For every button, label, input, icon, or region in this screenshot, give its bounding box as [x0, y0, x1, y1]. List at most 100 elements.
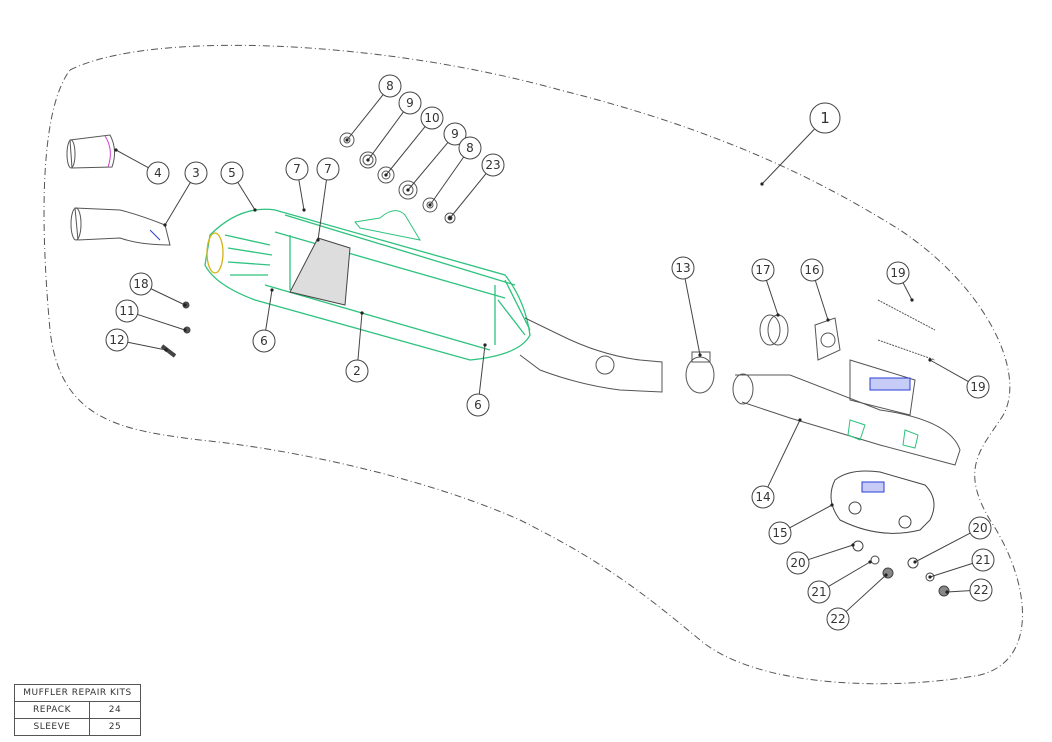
callout-16: 16 [800, 258, 830, 322]
callout-label: 14 [755, 490, 770, 504]
callout-circle [786, 551, 810, 575]
callout-23: 23 [448, 153, 505, 220]
leader-line [845, 574, 887, 612]
leader-dot [913, 560, 917, 564]
leader-line [766, 280, 779, 316]
part-pipe-3 [70, 207, 171, 246]
callout-15: 15 [768, 503, 834, 545]
callout-label: 5 [228, 166, 236, 180]
callout-circle [809, 102, 841, 134]
leader-line [357, 312, 363, 361]
callout-circle [378, 74, 402, 98]
leader-dot [316, 238, 320, 242]
callout-18: 18 [129, 272, 187, 307]
callout-circle [800, 258, 824, 282]
part-outlet-pipe [519, 317, 663, 393]
callout-label: 2 [353, 364, 361, 378]
callout-6: 6 [466, 343, 490, 417]
leader-line [828, 561, 871, 587]
leader-dot [826, 318, 830, 322]
callout-label: 12 [109, 333, 124, 347]
callout-circle [345, 359, 369, 383]
leader-line [150, 288, 186, 306]
callout-6: 6 [252, 288, 276, 353]
leader-line [429, 156, 465, 206]
leader-dot [760, 182, 764, 186]
leader-dot [345, 138, 349, 142]
callout-circle [966, 375, 990, 399]
leader-dot [830, 503, 834, 507]
callout-circle [466, 393, 490, 417]
callout-circle [751, 485, 775, 509]
leader-line [767, 419, 801, 488]
callout-circle [971, 548, 995, 572]
leader-dot [851, 543, 855, 547]
callout-circle [184, 161, 208, 185]
callout-circle [826, 607, 850, 631]
callout-label: 20 [972, 521, 987, 535]
callout-label: 21 [975, 553, 990, 567]
callout-label: 19 [970, 380, 985, 394]
leader-dot [163, 223, 167, 227]
leader-dot [945, 590, 949, 594]
part-washers [339, 132, 456, 224]
part-bracket [354, 210, 422, 241]
callout-22: 22 [826, 573, 888, 631]
leader-line [789, 504, 833, 529]
leader-dot [302, 208, 306, 212]
part-header-14 [732, 359, 961, 466]
leader-dot [164, 348, 168, 352]
part-sleeve-17 [759, 314, 789, 346]
leader-line [478, 344, 486, 395]
callout-label: 10 [424, 111, 439, 125]
leader-line [317, 179, 327, 241]
callout-circle [768, 521, 792, 545]
leader-dot [884, 573, 888, 577]
leader-dot [483, 343, 487, 347]
callout-4: 4 [114, 148, 170, 185]
callout-circle [886, 261, 910, 285]
leader-dot [448, 216, 452, 220]
leader-line [115, 149, 149, 169]
leader-line [298, 179, 305, 211]
callout-21: 21 [928, 548, 995, 579]
part-heat-shield-15 [830, 470, 935, 534]
callout-label: 19 [890, 266, 905, 280]
leader-line [814, 280, 829, 321]
leader-line [914, 532, 971, 563]
callout-circle [146, 161, 170, 185]
callout-circle [443, 122, 467, 146]
callout-circle [316, 157, 340, 181]
callout-circle [252, 329, 276, 353]
callout-label: 3 [192, 166, 200, 180]
leader-line [385, 126, 426, 176]
callout-label: 20 [790, 556, 805, 570]
leader-line [808, 544, 854, 561]
leader-dot [776, 313, 780, 317]
callout-circle [398, 91, 422, 115]
part-link-pipe-4 [66, 134, 116, 169]
leader-dot [384, 173, 388, 177]
part-muffler-2 [204, 208, 531, 361]
leader-dot [183, 303, 187, 307]
leader-line [137, 313, 186, 331]
callout-20: 20 [786, 543, 855, 575]
callout-12: 12 [105, 328, 168, 352]
callout-5: 5 [220, 161, 257, 212]
callout-11: 11 [115, 299, 187, 332]
leader-dot [428, 203, 432, 207]
callout-circle [458, 136, 482, 160]
callout-14: 14 [751, 418, 802, 509]
kit-part-number: 24 [89, 701, 141, 719]
callout-label: 22 [830, 612, 845, 626]
callout-circle [285, 157, 309, 181]
kit-part-number: 25 [89, 718, 141, 736]
callout-label: 7 [324, 162, 332, 176]
callout-20: 20 [913, 516, 992, 564]
callout-9: 9 [366, 91, 422, 162]
callout-circle [751, 258, 775, 282]
leader-line [761, 128, 816, 185]
leader-line [164, 182, 191, 226]
